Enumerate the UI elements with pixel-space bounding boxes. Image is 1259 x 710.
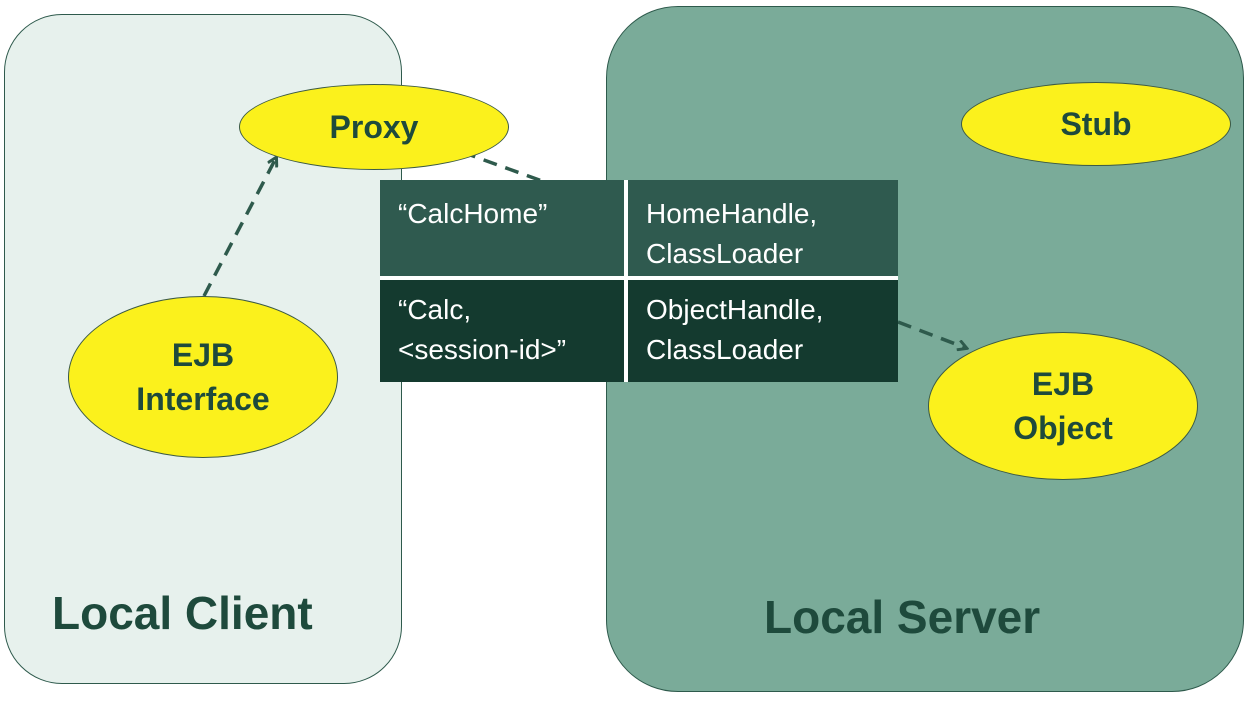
stub-label: Stub <box>1060 105 1132 142</box>
table-value-cell: HomeHandle, ClassLoader <box>624 180 898 278</box>
ejb-interface-label: EJB Interface <box>136 337 270 417</box>
proxy-node: Proxy <box>239 84 509 170</box>
proxy-label: Proxy <box>329 108 419 145</box>
local-server-label: Local Server <box>764 591 1041 643</box>
stub-node: Stub <box>961 82 1231 166</box>
ejb-object-label: EJB Object <box>1013 366 1113 446</box>
ejb-interface-node: EJB Interface <box>68 296 338 458</box>
local-client-label: Local Client <box>52 587 313 639</box>
table-key-cell: “CalcHome” <box>380 180 626 278</box>
lookup-table: “CalcHome” HomeHandle, ClassLoader “Calc… <box>380 180 898 382</box>
table-row: “Calc, <session-id>” ObjectHandle, Class… <box>380 276 898 382</box>
table-value-cell: ObjectHandle, ClassLoader <box>624 276 898 382</box>
table-key-cell: “Calc, <session-id>” <box>380 276 626 382</box>
proxy-to-table-connector <box>461 150 543 183</box>
table-row: “CalcHome” HomeHandle, ClassLoader <box>380 180 898 278</box>
ejb-object-node: EJB Object <box>928 332 1198 480</box>
